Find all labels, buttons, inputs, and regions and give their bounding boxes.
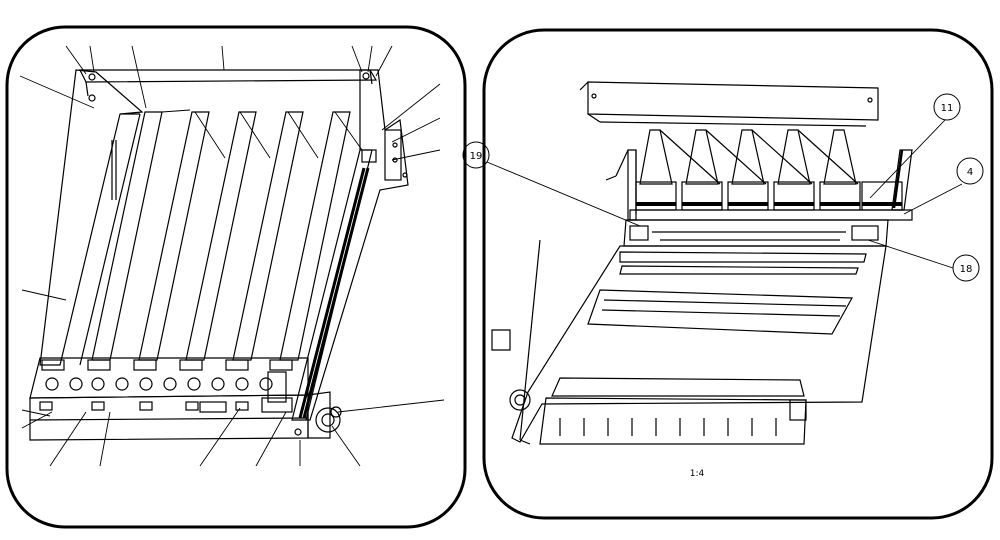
right-chassis-body: [491, 239, 887, 445]
right-dividers: [639, 129, 859, 185]
callout-11-label: 11: [941, 103, 954, 114]
callout-19-label: 19: [470, 151, 483, 162]
right-back-panel: [579, 81, 879, 127]
left-dividers: [91, 111, 351, 361]
callout-18-label: 18: [960, 264, 973, 275]
left-knob: [315, 406, 342, 433]
left-view-panel: [5, 25, 467, 529]
callout-11: 11: [933, 93, 961, 121]
callout-4-label: 4: [967, 167, 973, 178]
callout-4: 4: [956, 157, 984, 185]
left-top-rail: [79, 69, 378, 102]
right-callout-leaders: [486, 119, 963, 269]
left-side-wall: [39, 69, 144, 366]
left-leader-lines: [19, 45, 445, 467]
left-base-plate: [29, 391, 331, 441]
right-front-connectors: [539, 377, 807, 445]
right-knob: [509, 389, 531, 411]
callout-19: 19: [462, 141, 490, 169]
right-connector-rail: [623, 219, 889, 247]
right-panel-frame: [482, 28, 994, 520]
left-right-side-wall: [291, 69, 409, 421]
left-panel-frame: [5, 25, 467, 529]
right-module-row: [629, 181, 913, 221]
callout-18: 18: [952, 254, 980, 282]
scale-label: 1:4: [690, 469, 705, 479]
right-view-panel: 11 19 4 18 1:4: [462, 28, 994, 520]
